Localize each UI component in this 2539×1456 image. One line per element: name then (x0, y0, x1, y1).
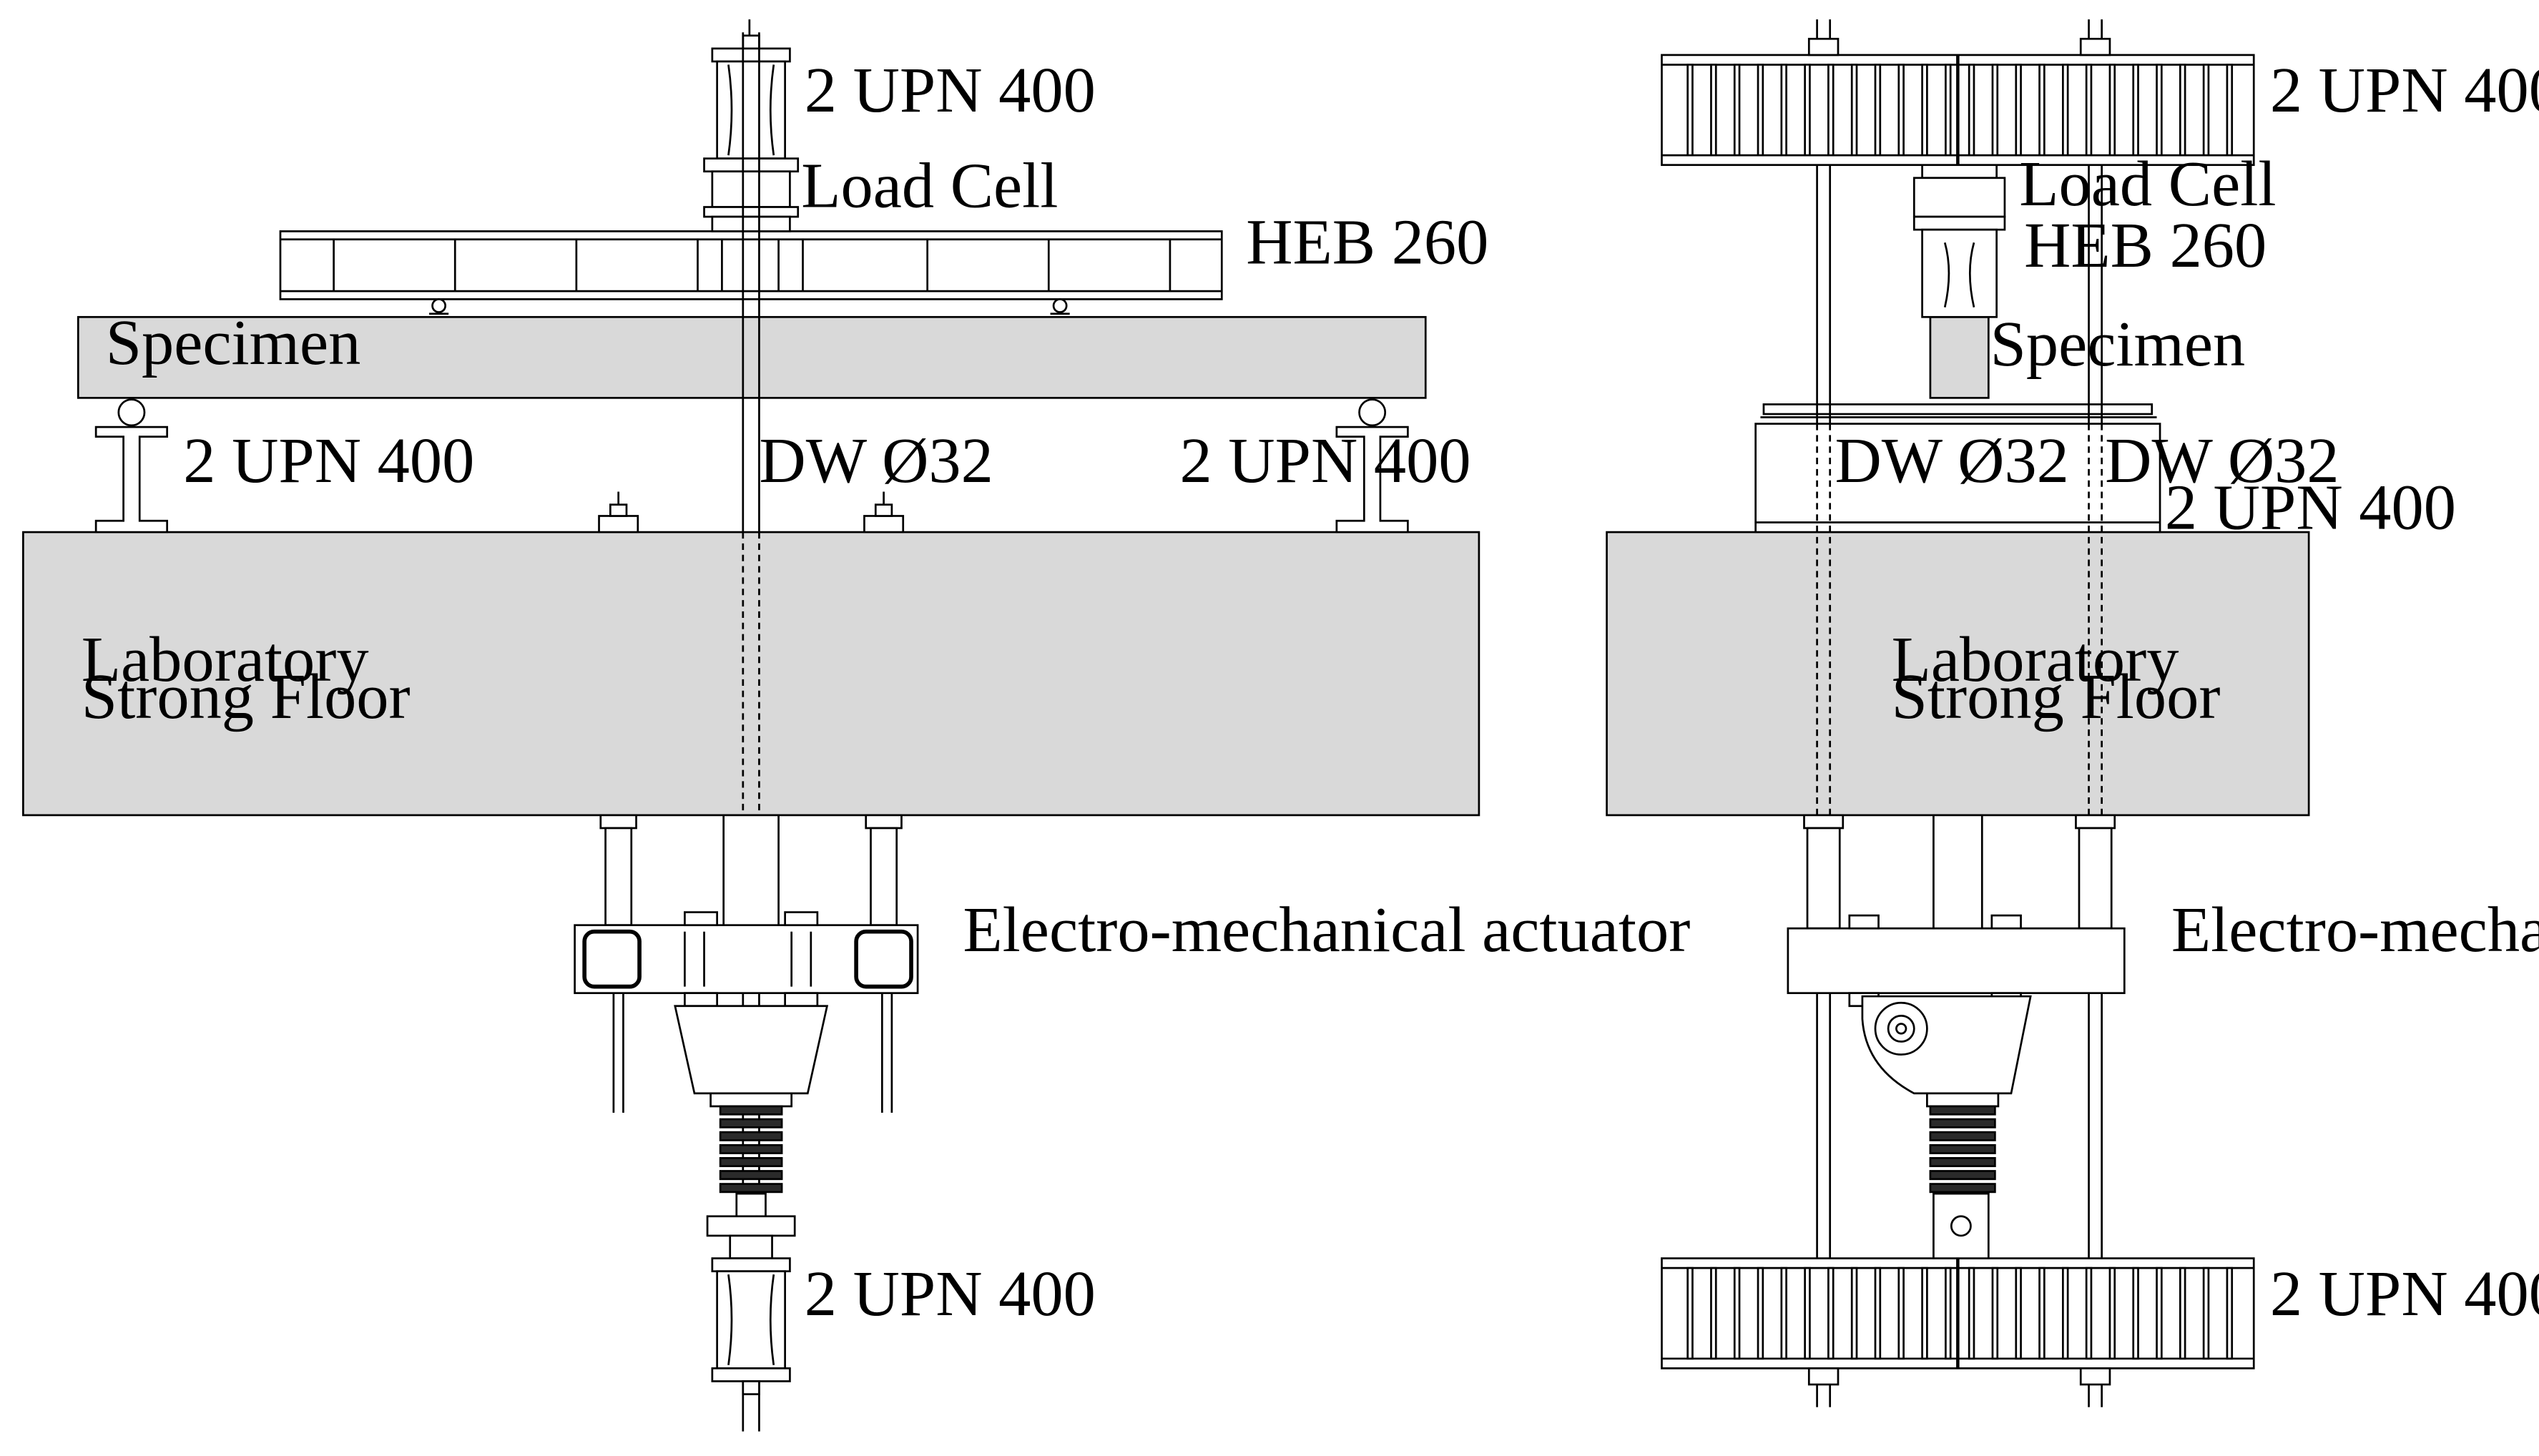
left-specimen (77, 315, 1427, 399)
right-label-upn-bottom: 2 UPN 400 (2270, 1257, 2539, 1329)
right-heb-loadcell-stack (1912, 160, 2006, 318)
right-top-beam-stiffener-10 (1921, 64, 1928, 157)
right-top-beam-stiffener-4 (1780, 64, 1787, 157)
right-side-view (1606, 19, 2310, 1407)
right-bottom-beam-stiffener-12 (1968, 1266, 1975, 1360)
left-support-upn-right (1335, 398, 1409, 533)
right-bottom-beam-stiffener-0 (1686, 1266, 1694, 1360)
left-strong-floor (22, 531, 1480, 817)
right-top-beam-stiffener-13 (1991, 64, 1999, 157)
right-dywidag-bars (1807, 19, 2111, 1407)
right-label-upn-base: 2 UPN 400 (2165, 471, 2456, 543)
left-label-upn-bottom: 2 UPN 400 (805, 1257, 1096, 1329)
right-top-beam-stiffener-0 (1686, 64, 1694, 157)
left-label-upn-support-right: 2 UPN 400 (1179, 424, 1470, 496)
right-bottom-beam-stiffener-8 (1874, 1266, 1882, 1360)
left-top-upn-assembly (703, 19, 800, 232)
right-bottom-beam-stiffener-23 (2226, 1266, 2234, 1360)
right-top-beam-stiffener-18 (2108, 64, 2116, 157)
right-bottom-beam-stiffener-3 (1757, 1266, 1764, 1360)
right-label-floor-1: Laboratory (1892, 623, 2179, 695)
right-bottom-beam-stiffener-9 (1897, 1266, 1905, 1360)
right-bottom-beam-stiffener-2 (1733, 1266, 1741, 1360)
right-top-beam-stiffener-9 (1897, 64, 1905, 157)
right-base-block (1754, 423, 2161, 533)
right-label-floor-2: Strong Floor (1892, 660, 2221, 732)
right-bottom-beam-stiffener-5 (1804, 1266, 1811, 1360)
right-view-labels: 2 UPN 400 Load Cell HEB 260 Specimen DW … (1835, 54, 2539, 1329)
left-heb260-beam (279, 230, 1223, 315)
left-actuator-bellows (719, 1105, 783, 1194)
left-label-floor-1: Laboratory (82, 623, 369, 695)
right-bottom-beam-stiffener-22 (2202, 1266, 2210, 1360)
left-label-load-cell: Load Cell (801, 149, 1058, 221)
left-label-actuator: Electro-mechanical actuator (963, 893, 1690, 965)
left-elevation-view (22, 19, 1480, 1432)
right-bottom-beam-stiffener-10 (1921, 1266, 1928, 1360)
right-top-beam-stiffener-11 (1945, 64, 1952, 157)
right-bottom-beam-stiffener-6 (1827, 1266, 1835, 1360)
right-top-beam-stiffener-17 (2085, 64, 2093, 157)
right-bottom-beam-stiffener-17 (2085, 1266, 2093, 1360)
left-label-upn-top: 2 UPN 400 (805, 54, 1096, 126)
right-top-beam-stiffener-22 (2202, 64, 2210, 157)
right-label-load-cell: Load Cell (2019, 147, 2276, 220)
right-specimen (1929, 315, 1990, 399)
right-top-beam-stiffener-12 (1968, 64, 1975, 157)
left-bottom-upn-assembly (706, 1192, 796, 1395)
right-top-beam-stiffener-7 (1850, 64, 1858, 157)
right-top-beam-stiffener-20 (2156, 64, 2163, 157)
right-top-beam-stiffener-8 (1874, 64, 1882, 157)
right-bottom-beam-stiffener-20 (2156, 1266, 2163, 1360)
left-support-upn-left (94, 398, 169, 533)
right-top-beam-stiffener-5 (1804, 64, 1811, 157)
left-actuator-assembly (574, 814, 919, 1113)
right-top-beam-stiffener-21 (2179, 64, 2186, 157)
right-top-beam-stiffener-23 (2226, 64, 2234, 157)
left-label-specimen: Specimen (106, 306, 361, 378)
right-actuator-assembly (1787, 814, 2126, 1259)
right-bottom-upn-beam (1661, 1257, 2255, 1369)
right-top-beam-stiffener-6 (1827, 64, 1835, 157)
right-top-beam-stiffener-14 (2015, 64, 2022, 157)
right-bottom-beam-stiffener-11 (1945, 1266, 1952, 1360)
right-label-heb: HEB 260 (2024, 209, 2267, 281)
left-floor-anchors (598, 491, 905, 533)
left-label-heb: HEB 260 (1246, 206, 1488, 278)
right-bottom-beam-stiffener-14 (2015, 1266, 2022, 1360)
left-label-dw: DW Ø32 (759, 424, 993, 496)
right-bottom-beam-stiffener-1 (1710, 1266, 1717, 1360)
right-top-beam-stiffener-15 (2038, 64, 2046, 157)
left-label-upn-support-left: 2 UPN 400 (183, 424, 474, 496)
right-bottom-beam-stiffener-21 (2179, 1266, 2186, 1360)
right-top-upn-beam (1661, 54, 2255, 167)
right-bottom-beam-stiffener-7 (1850, 1266, 1858, 1360)
right-bottom-beam-stiffener-13 (1991, 1266, 1999, 1360)
right-bottom-beam-stiffener-19 (2132, 1266, 2139, 1360)
right-top-beam-stiffener-19 (2132, 64, 2139, 157)
right-bottom-beam-stiffener-16 (2062, 1266, 2069, 1360)
right-actuator-bellows (1929, 1105, 1996, 1194)
left-view-labels: 2 UPN 400 Load Cell HEB 260 Specimen 2 U… (82, 54, 1691, 1329)
left-label-floor-2: Strong Floor (82, 660, 411, 732)
right-bottom-beam-stiffener-15 (2038, 1266, 2046, 1360)
right-top-beam-stiffener-1 (1710, 64, 1717, 157)
right-bottom-beam-stiffener-4 (1780, 1266, 1787, 1360)
right-label-dw-right: DW Ø32 (2105, 424, 2339, 496)
right-top-beam-stiffener-3 (1757, 64, 1764, 157)
right-top-beam-stiffener-16 (2062, 64, 2069, 157)
right-label-actuator: Electro-mechanical actuator (2171, 893, 2539, 965)
right-label-dw-left: DW Ø32 (1835, 424, 2068, 496)
right-top-beam-stiffener-2 (1733, 64, 1741, 157)
right-bottom-beam-stiffener-18 (2108, 1266, 2116, 1360)
right-label-specimen: Specimen (1990, 308, 2246, 380)
right-label-upn-top: 2 UPN 400 (2270, 54, 2539, 126)
